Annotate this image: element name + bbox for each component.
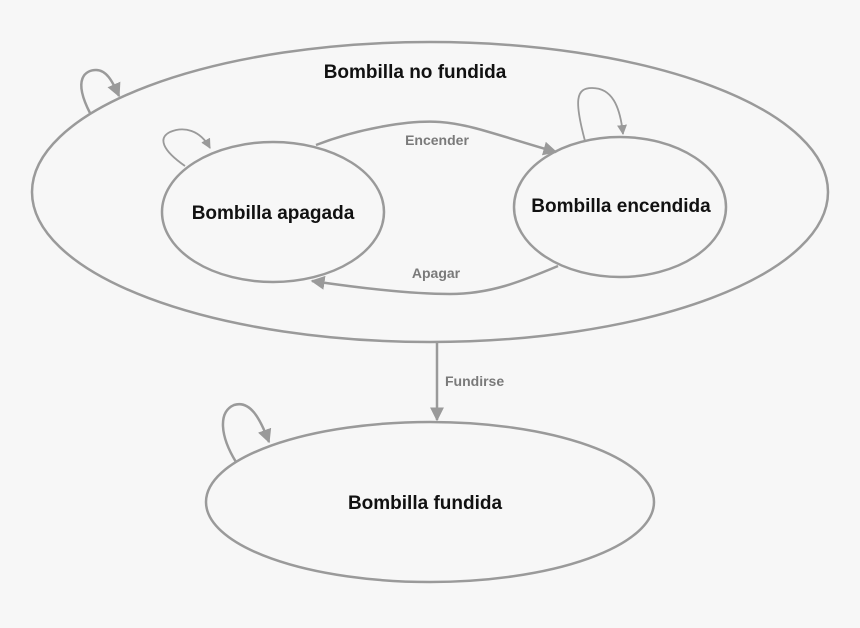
state-on-label: Bombilla encendida <box>531 196 711 217</box>
state-blown-label: Bombilla fundida <box>348 493 503 514</box>
state-on-ellipse <box>512 135 728 279</box>
composite-state-ellipse <box>30 40 830 344</box>
self-loop-on-arrow <box>577 87 628 142</box>
transition-apagar-label: Apagar <box>412 265 461 281</box>
transition-encender-arrow <box>315 120 558 156</box>
self-loop-composite-arrow <box>80 68 121 114</box>
state-off-ellipse <box>160 140 386 284</box>
composite-state-label: Bombilla no fundida <box>324 62 507 83</box>
state-blown-ellipse <box>204 420 656 584</box>
state-bombilla-apagada[interactable]: Bombilla apagada <box>160 140 386 284</box>
self-loop-off-arrow <box>162 128 211 167</box>
state-bombilla-fundida[interactable]: Bombilla fundida <box>204 420 656 584</box>
state-bombilla-no-fundida[interactable]: Bombilla no fundida <box>30 40 830 344</box>
self-loop-blown-arrow <box>221 402 272 463</box>
transition-fundirse-label: Fundirse <box>445 373 504 389</box>
state-off-label: Bombilla apagada <box>192 203 355 224</box>
transition-apagar-arrow <box>310 264 559 296</box>
transition-encender-label: Encender <box>405 132 469 148</box>
state-bombilla-encendida[interactable]: Bombilla encendida <box>512 135 728 279</box>
